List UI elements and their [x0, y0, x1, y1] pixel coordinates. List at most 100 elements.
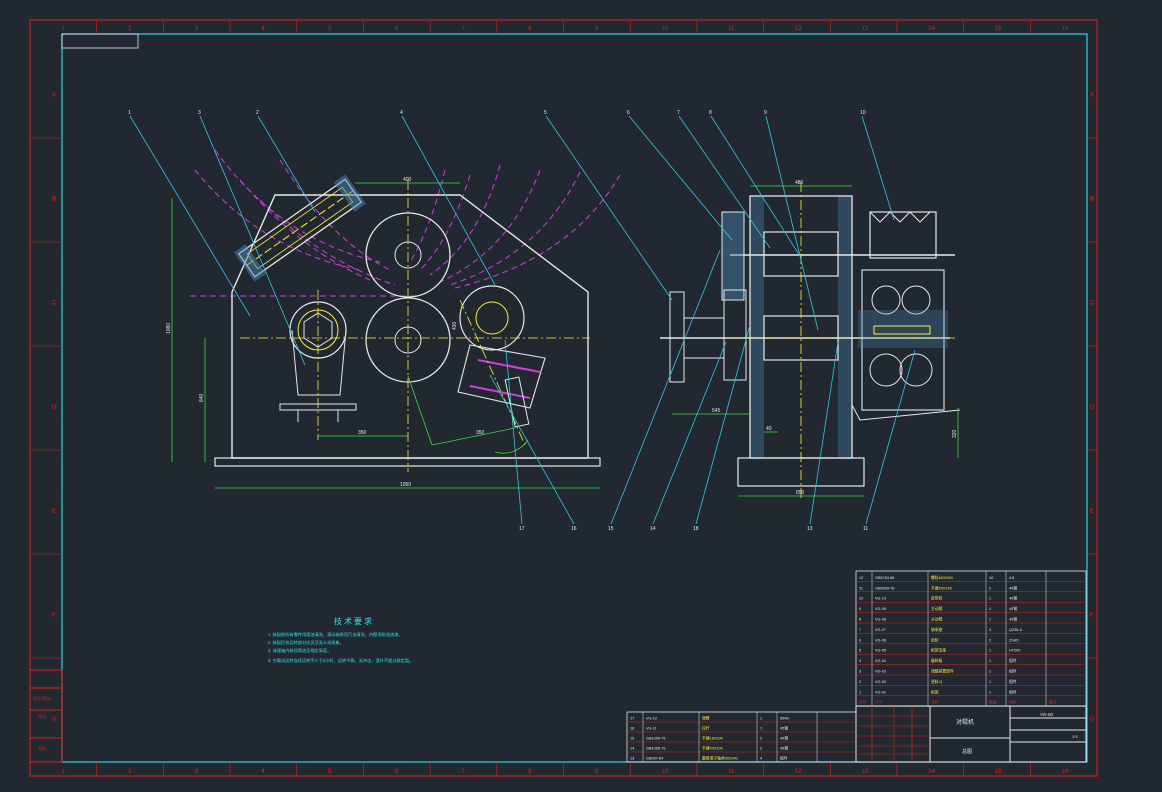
svg-text:审核: 审核 [38, 745, 46, 751]
dim-small: 430 [452, 321, 458, 330]
bom-cell: 组件 [1009, 679, 1017, 684]
bom-cell: VG-08 [875, 618, 886, 622]
callout-number: 10 [860, 110, 866, 116]
bom-cell: GB297-84 [646, 757, 663, 761]
zone-row-label: G [1090, 716, 1095, 722]
bom-cell: 45钢 [780, 736, 788, 741]
callout-number: 14 [650, 526, 656, 532]
callout-number: 9 [764, 110, 767, 116]
svg-text:设计(签名): 设计(签名) [33, 695, 52, 701]
zone-col-label: 15 [995, 26, 1002, 32]
bom-cell: VG-04 [875, 659, 886, 663]
bom-cell: 1 [989, 680, 991, 684]
bom-cell: 1 [989, 690, 991, 694]
bom-cell: VG-07 [875, 628, 886, 632]
bom-cell: 主动辊 [931, 606, 943, 611]
drawing-unit: 总图 [962, 748, 972, 755]
pulley [869, 211, 937, 259]
bom-cell: VG-02 [875, 680, 886, 684]
bom-cell: 组件 [1009, 658, 1017, 663]
callout-number: 5 [544, 110, 547, 116]
bom-cell: 皮带轮 [931, 596, 943, 601]
inner-frame [61, 33, 1088, 763]
bom-cell: 45钢 [1009, 617, 1017, 622]
callout-number: 11 [863, 526, 868, 532]
callout-number: 17 [519, 526, 525, 532]
bom-cell: 45钢 [1009, 606, 1017, 611]
bom-cell: 轴承座 [931, 627, 943, 632]
zone-col-label: 5 [328, 26, 332, 32]
bom-cell: 3 [859, 670, 861, 674]
tech-item: 4. 空载试运转连续运转不少于2小时，运转平稳，无冲击，温升不超过规定值。 [268, 657, 413, 664]
zone-col-label: 2 [128, 769, 132, 775]
bom-cell: 调整装置部件 [931, 669, 954, 674]
bom-cell: GB1096-79 [646, 747, 665, 751]
callout-number: 2 [256, 110, 259, 116]
bom-cell: VG-10 [875, 597, 886, 601]
zone-row-label: F [52, 612, 56, 618]
bom-cell: 机架支座 [931, 648, 946, 653]
bom-cell: 代号 [875, 700, 883, 705]
callout-number: 7 [677, 110, 680, 116]
bom-cell: HT200 [1009, 649, 1020, 653]
adjustment-housing [457, 344, 546, 409]
bom-cell: 螺栓M20X60 [931, 575, 953, 580]
zone-col-label: 8 [528, 769, 532, 775]
bom-cell: 1 [989, 618, 991, 622]
bom-cell: GB5783-86 [875, 576, 894, 580]
bom-cell: 拉杆 [702, 726, 710, 731]
bom-cell: 6 [859, 638, 861, 642]
bom-cell: Q235-A [1009, 628, 1023, 632]
left-stamp: 设计(签名) 校对 审核 [29, 669, 63, 763]
callout-number: 3 [198, 110, 201, 116]
zone-col-label: 11 [728, 769, 735, 775]
zone-col-label: 15 [995, 769, 1002, 775]
zone-col-label: 12 [795, 769, 802, 775]
bom-cell: 2 [989, 638, 991, 642]
zone-col-label: 6 [395, 769, 399, 775]
bom-cell: 1 [760, 717, 762, 721]
frame-housing [231, 194, 589, 459]
zone-col-label: 16 [1062, 26, 1069, 32]
bom-cell: 4 [760, 757, 762, 761]
dimension-lines [171, 182, 600, 489]
bom-cell: 名称 [931, 700, 939, 705]
side-wall-right [838, 196, 852, 458]
bom-cell: 机架 [931, 689, 939, 694]
bom-cell: 15 [630, 737, 634, 741]
bom-cell: 平键18X100 [702, 736, 723, 741]
bom-cell: 13 [630, 757, 634, 761]
bom-cell: 1 [989, 597, 991, 601]
bom-cell: ZG45 [1009, 638, 1019, 642]
zone-col-label: 13 [862, 26, 869, 32]
dim-mid-height: 840 [199, 393, 205, 402]
side-wall-left [750, 196, 764, 458]
callout-number: 13 [807, 526, 813, 532]
zone-row-label: D [52, 404, 57, 410]
zone-row-label: A [52, 92, 56, 98]
tech-title: 技术要求 [334, 616, 374, 626]
bom-cell: 平键20X145 [931, 585, 952, 590]
gear-left [722, 212, 744, 300]
zone-col-label: 14 [928, 769, 935, 775]
dim-overall-length: 1050 [400, 482, 411, 488]
title-block: 对辊机 总图 VG-00 1:5 [855, 705, 1087, 763]
bom-cell: 组件 [1009, 669, 1017, 674]
zone-col-label: 2 [128, 26, 132, 32]
leader-lines [129, 115, 916, 525]
bom-cell: 材料 [1009, 700, 1017, 705]
bom-cell: 组件 [780, 756, 788, 761]
bom-cell: 17 [630, 717, 634, 721]
zone-row-label: A [1090, 92, 1094, 98]
bom-cell: 7 [859, 628, 861, 632]
bom-cell: 10 [989, 576, 993, 580]
bom-cell: 8 [859, 618, 861, 622]
bom-cell: 1 [859, 690, 861, 694]
bearing-inner [475, 301, 509, 335]
callout-number: 8 [709, 110, 712, 116]
zone-row-label: E [52, 508, 56, 514]
motor-flange [669, 291, 685, 383]
zone-col-label: 7 [461, 769, 465, 775]
